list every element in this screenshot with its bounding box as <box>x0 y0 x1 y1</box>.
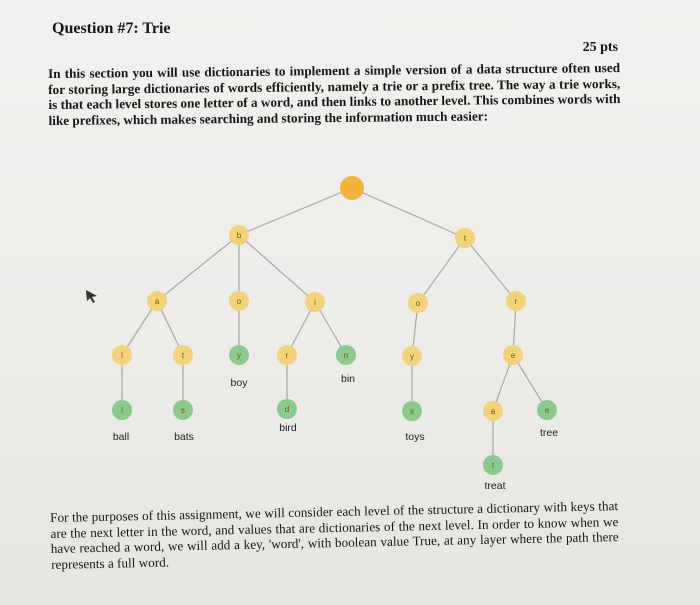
outro-paragraph: For the purposes of this assignment, we … <box>50 498 619 572</box>
trie-node-label-tre: e <box>511 351 516 360</box>
trie-edge-tre-tree <box>512 354 548 411</box>
trie-node-label-bat: t <box>182 351 185 360</box>
trie-node-bi <box>305 292 325 312</box>
trie-node-label-toys: s <box>410 407 414 416</box>
mouse-pointer-icon <box>86 290 97 303</box>
trie-node-b <box>229 225 249 245</box>
trie-node-bird <box>277 399 297 419</box>
trie-node-label-ba: a <box>155 297 160 306</box>
trie-node-label-bats: s <box>181 406 185 415</box>
trie-word-bats: bats <box>174 431 194 443</box>
trie-word-treat: treat <box>484 480 505 492</box>
trie-node-treat <box>483 455 503 475</box>
trie-node-label-to: o <box>416 299 421 308</box>
trie-node-label-trea: a <box>491 407 496 416</box>
trie-nodes: b t a o i o r l t y r n y e l s d s a e t <box>112 176 557 475</box>
trie-node-label-bi: i <box>314 298 316 307</box>
trie-node-tr <box>506 291 526 311</box>
trie-node-label-bin: n <box>344 351 348 360</box>
trie-edge-t-tr <box>464 237 517 302</box>
trie-edge-bi-bin <box>314 301 347 356</box>
trie-word-tree: tree <box>540 427 558 439</box>
trie-node-label-boy: y <box>237 351 241 360</box>
trie-node-bo <box>229 291 249 311</box>
trie-edge-root-b <box>238 187 353 236</box>
trie-node-bat <box>173 345 193 365</box>
trie-node-label-bal: l <box>121 351 123 360</box>
trie-word-bin: bin <box>341 373 355 385</box>
trie-node-toy <box>402 346 422 366</box>
trie-word-bird: bird <box>279 422 297 434</box>
trie-node-label-ball: l <box>121 406 123 415</box>
trie-node-label-bir: r <box>286 351 289 360</box>
trie-node-tre <box>503 345 523 365</box>
trie-edge-b-ba <box>156 234 240 302</box>
trie-node-tree <box>537 400 557 420</box>
trie-edge-b-bi <box>238 234 316 303</box>
trie-node-label-tree: e <box>545 406 550 415</box>
trie-node-label-toy: y <box>410 352 414 361</box>
trie-node-ball <box>112 400 132 420</box>
trie-node-label-tr: r <box>515 297 518 306</box>
trie-word-labels: boy bin ball bats bird toys tree treat <box>113 373 558 492</box>
trie-edge-ba-bal <box>121 300 158 356</box>
trie-node-bats <box>173 400 193 420</box>
trie-node-label-bird: d <box>285 405 289 414</box>
trie-node-label-treat: t <box>492 461 495 470</box>
trie-node-boy <box>229 345 249 365</box>
trie-node-bal <box>112 345 132 365</box>
trie-node-label-b: b <box>237 231 242 240</box>
question-points: 25 pts <box>582 40 618 55</box>
trie-word-boy: boy <box>231 377 249 389</box>
trie-node-root <box>340 176 364 200</box>
trie-node-toys <box>402 401 422 421</box>
trie-edge-root-t <box>351 187 466 239</box>
trie-node-bir <box>277 345 297 365</box>
trie-node-trea <box>483 401 503 421</box>
trie-edges <box>121 187 548 465</box>
trie-node-to <box>408 293 428 313</box>
trie-word-ball: ball <box>113 431 129 443</box>
trie-node-bin <box>336 345 356 365</box>
trie-node-ba <box>147 291 167 311</box>
trie-word-toys: toys <box>405 431 424 443</box>
question-title: Question #7: Trie <box>52 20 171 37</box>
trie-node-t <box>455 228 475 248</box>
trie-edge-t-to <box>417 237 466 304</box>
trie-node-label-bo: o <box>237 297 242 306</box>
trie-node-label-t: t <box>464 234 467 243</box>
